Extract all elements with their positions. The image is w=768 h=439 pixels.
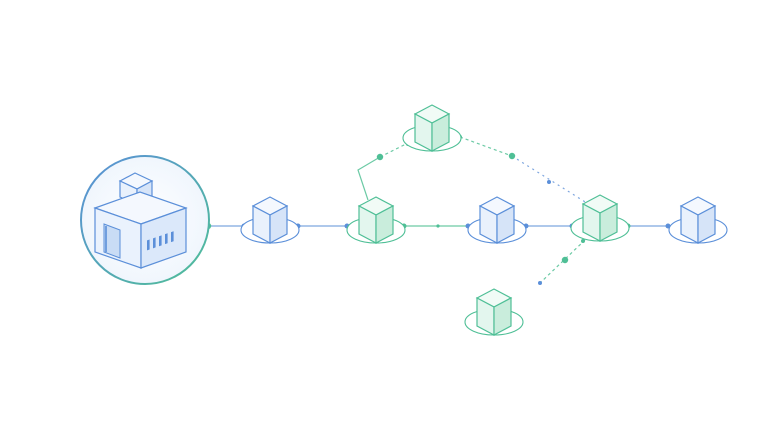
cube-node-2[interactable]	[346, 196, 406, 244]
connector-dot	[376, 153, 384, 161]
cube-node-3[interactable]	[467, 196, 527, 244]
cube-node-1[interactable]	[240, 196, 300, 244]
connector-dot	[508, 152, 516, 160]
edge-top-n4-dashed	[459, 136, 513, 157]
connector-dot	[436, 224, 440, 228]
cube-node-bottom[interactable]	[464, 288, 524, 336]
cube-node-5[interactable]	[668, 196, 728, 244]
cube-icon	[475, 288, 513, 336]
cube-nodes	[240, 104, 728, 336]
cube-icon	[357, 196, 395, 244]
connector-dot	[538, 281, 542, 285]
cube-node-top[interactable]	[402, 104, 462, 152]
connector-dot	[547, 180, 551, 184]
edge-n2-top	[357, 156, 381, 201]
connector-dot	[581, 239, 585, 243]
cube-icon	[478, 196, 516, 244]
cube-icon	[251, 196, 289, 244]
edge-top-n4-solid	[511, 155, 591, 206]
cube-icon	[679, 196, 717, 244]
connector-dot	[561, 256, 569, 264]
cube-node-4[interactable]	[570, 194, 630, 242]
warehouse-icon	[93, 172, 188, 269]
warehouse-hub[interactable]	[80, 155, 210, 285]
edge-n2-top-dashed	[379, 141, 411, 158]
cube-icon	[413, 104, 451, 152]
cube-icon	[581, 194, 619, 242]
